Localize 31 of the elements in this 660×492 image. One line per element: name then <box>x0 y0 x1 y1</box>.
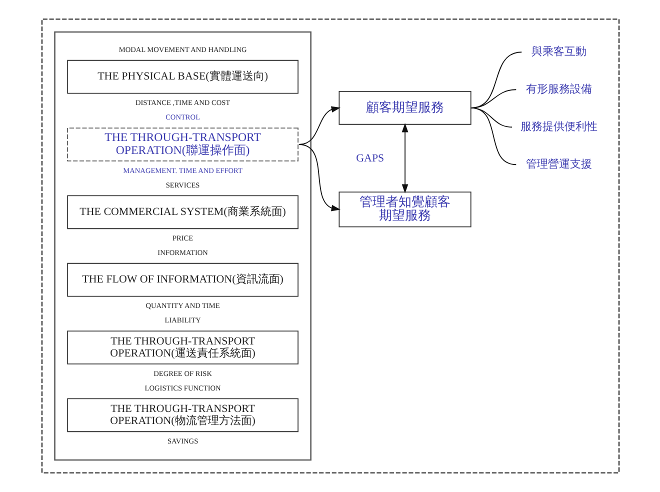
node-label: QUANTITY AND TIME <box>145 301 220 310</box>
cluster <box>54 31 311 461</box>
node-label: SERVICES <box>165 180 200 190</box>
node-label: INFORMATION <box>157 248 208 258</box>
node-text: 服務提供便利性 <box>520 120 598 133</box>
node-box: THE THROUGH-TRANSPORT OPERATION(聯運操作面) <box>66 128 298 162</box>
node-label: LIABILITY <box>164 316 200 325</box>
node-label: DISTANCE ,TIME AND COST <box>134 98 230 108</box>
cluster <box>40 18 620 474</box>
node-text: 有形服務設備 <box>526 83 592 96</box>
connector <box>470 107 516 166</box>
node-box: THE COMMERCIAL SYSTEM(商業系統面) <box>66 195 298 230</box>
arrow <box>298 106 340 145</box>
node-label: SAVINGS <box>166 436 198 446</box>
edge-label: GAPS <box>356 152 384 164</box>
node-label: DEGREE OF RISK <box>153 368 212 378</box>
node-text: 管理營運支援 <box>526 158 592 170</box>
node-label: MANAGEMENT. TIME AND EFFORT <box>122 166 242 175</box>
arrow <box>401 123 408 194</box>
node-box: 顧客期望服務 <box>338 91 471 125</box>
node-box: THE PHYSICAL BASE(實體運送向) <box>66 60 298 94</box>
node-box: THE THROUGH-TRANSPORT OPERATION(運送責任系統面) <box>66 330 298 364</box>
arrow <box>298 144 340 212</box>
node-label: CONTROL <box>165 112 200 122</box>
node-box: 管理者知覺顧客期望服務 <box>338 192 471 228</box>
node-label: LOGISTICS FUNCTION <box>144 383 220 392</box>
node-box: THE FLOW OF INFORMATION(資訊流面) <box>66 262 298 297</box>
node-box: THE THROUGH-TRANSPORT OPERATION(物流管理方法面) <box>66 398 298 432</box>
node-label: PRICE <box>172 233 193 242</box>
node-label: MODAL MOVEMENT AND HANDLING <box>118 45 246 54</box>
node-text: 與乘客互動 <box>531 46 586 58</box>
